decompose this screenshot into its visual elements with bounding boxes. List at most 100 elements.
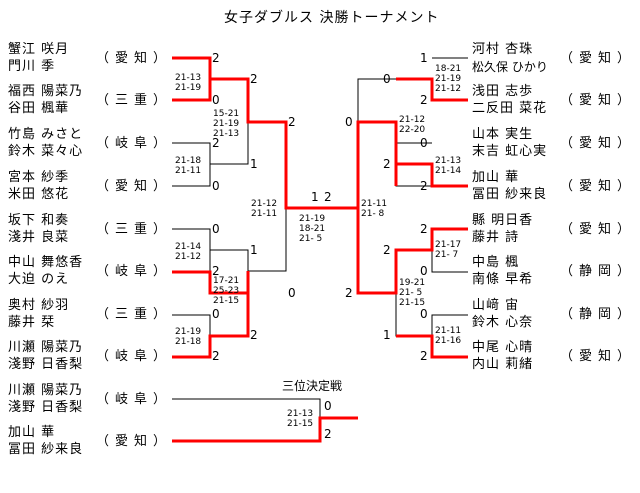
player-name: 縣 明日香 — [472, 213, 534, 228]
prefecture: （岐阜） — [96, 392, 173, 407]
prefecture: （愛知） — [560, 93, 637, 108]
player-name: 浅田 志歩 — [472, 84, 534, 99]
prefecture: （岐阜） — [96, 136, 173, 151]
player-name: 末吉 虹心実 — [472, 144, 548, 159]
games-won: 0 — [345, 115, 353, 129]
games-won: 1 — [250, 243, 258, 257]
player-name: 川瀬 陽菜乃 — [8, 383, 84, 398]
player-name: 河村 杏珠 — [472, 42, 534, 57]
games-won: 1 — [420, 51, 428, 65]
player-name: 坂下 和奏 — [8, 213, 70, 228]
player-name: 中島 楓 — [472, 255, 520, 270]
player-name: 谷田 楓華 — [8, 101, 70, 116]
games-won: 0 — [212, 222, 220, 236]
games-won: 2 — [420, 93, 428, 107]
games-won: 0 — [420, 136, 428, 150]
games-won: 0 — [212, 93, 220, 107]
prefecture: （愛知） — [560, 136, 637, 151]
prefecture: （愛知） — [560, 51, 637, 66]
player-name: 淺井 良菜 — [8, 230, 70, 245]
prefecture: （愛知） — [96, 51, 173, 66]
player-name: 内山 莉緒 — [472, 357, 534, 372]
games-won: 2 — [212, 349, 220, 363]
player-name: 山本 実生 — [472, 127, 534, 142]
games-won: 1 — [250, 157, 258, 171]
games-won: 1 — [383, 328, 391, 342]
prefecture: （岐阜） — [96, 349, 173, 364]
player-name: 加山 華 — [472, 170, 520, 185]
games-won: 2 — [212, 136, 220, 150]
player-name: 門川 季 — [8, 59, 56, 74]
prefecture: （岐阜） — [96, 264, 173, 279]
games-won: 0 — [383, 72, 391, 86]
games-won: 2 — [420, 179, 428, 193]
games-won: 2 — [324, 427, 332, 441]
player-name: 二反田 菜花 — [472, 101, 548, 116]
prefecture: （静岡） — [560, 307, 637, 322]
games-won: 1 — [311, 190, 319, 204]
player-name: 南條 早希 — [472, 272, 534, 287]
player-name: 川瀬 陽菜乃 — [8, 340, 84, 355]
player-name: 蟹江 咲月 — [8, 42, 70, 57]
games-won: 0 — [420, 264, 428, 278]
games-won: 2 — [420, 222, 428, 236]
prefecture: （愛知） — [560, 222, 637, 237]
games-won: 2 — [250, 328, 258, 342]
prefecture: （愛知） — [96, 179, 173, 194]
player-name: 藤井 詩 — [472, 230, 520, 245]
games-won: 0 — [212, 307, 220, 321]
prefecture: （三重） — [96, 307, 173, 322]
player-name: 淺野 日香梨 — [8, 400, 84, 415]
player-name: 冨田 紗来良 — [472, 187, 548, 202]
player-name: 米田 悠花 — [8, 187, 70, 202]
games-won: 2 — [324, 190, 332, 204]
player-name: 松久保 ひかり — [472, 60, 548, 74]
tournament-title: 女子ダブルス 決勝トーナメント — [224, 10, 440, 26]
player-name: 淺野 日香梨 — [8, 357, 84, 372]
player-name: 竹島 みさと — [8, 127, 84, 142]
prefecture: （静岡） — [560, 264, 637, 279]
player-name: 冨田 紗来良 — [8, 442, 84, 457]
player-name: 藤井 栞 — [8, 315, 56, 330]
games-won: 0 — [324, 399, 332, 413]
player-name: 中山 舞悠香 — [8, 255, 84, 270]
games-won: 2 — [212, 51, 220, 65]
prefecture: （愛知） — [560, 349, 637, 364]
player-name: 福西 陽菜乃 — [8, 84, 84, 99]
prefecture: （愛知） — [96, 434, 173, 449]
player-name: 奥村 紗羽 — [8, 298, 70, 313]
games-won: 0 — [288, 286, 296, 300]
player-name: 鈴木 菜々心 — [8, 144, 84, 159]
games-won: 2 — [250, 72, 258, 86]
player-name: 大迫 のえ — [8, 272, 70, 287]
prefecture: （三重） — [96, 222, 173, 237]
player-name: 中尾 心晴 — [472, 340, 534, 355]
third-place-title: 三位決定戦 — [282, 379, 343, 393]
player-name: 宮本 紗季 — [8, 170, 70, 185]
prefecture: （愛知） — [560, 179, 637, 194]
games-won: 2 — [420, 349, 428, 363]
player-name: 加山 華 — [8, 425, 56, 440]
games-won: 0 — [212, 179, 220, 193]
player-name: 山﨑 宙 — [472, 298, 520, 313]
games-won: 2 — [288, 115, 296, 129]
player-name: 鈴木 心奈 — [472, 315, 534, 330]
games-won: 0 — [420, 307, 428, 321]
games-won: 2 — [383, 243, 391, 257]
